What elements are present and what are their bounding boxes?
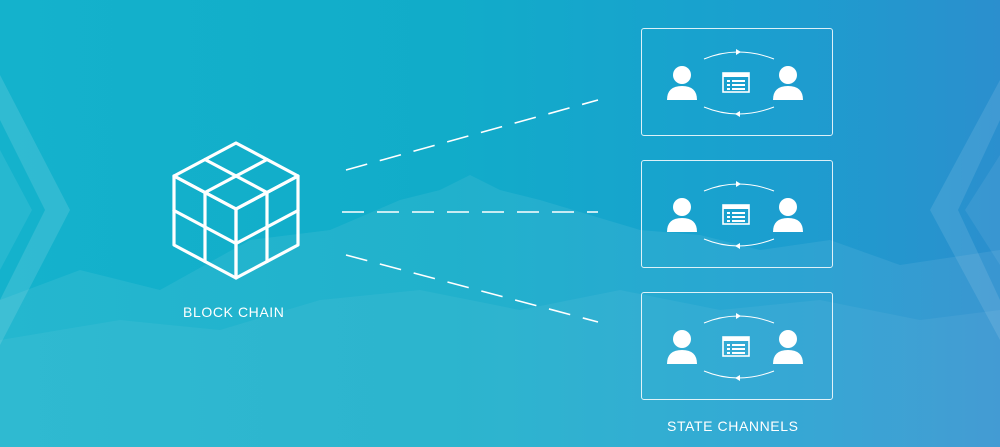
ledger-document-icon: [722, 336, 750, 357]
mountain-silhouette: [0, 175, 1000, 447]
arrow-left-icon: [735, 243, 740, 249]
user-icon: [773, 66, 803, 100]
chevron-left-decoration: [0, 75, 70, 345]
state-channel-box-3: [641, 292, 833, 400]
arrow-left-icon: [735, 111, 740, 117]
user-icon: [667, 198, 697, 232]
state-channels-label: STATE CHANNELS: [667, 418, 799, 434]
arrow-right-icon: [736, 181, 741, 187]
user-icon: [773, 330, 803, 364]
arrow-right-icon: [736, 313, 741, 319]
ledger-document-icon: [722, 204, 750, 225]
arrow-right-icon: [736, 49, 741, 55]
connector-line-top: [345, 99, 599, 171]
chevron-right-inner-decoration: [965, 155, 1000, 265]
cube-grid-icon: [172, 141, 300, 280]
blockchain-label: BLOCK CHAIN: [183, 304, 285, 320]
connector-line-bottom: [345, 254, 599, 323]
arrow-left-icon: [735, 375, 740, 381]
mountain-ridge: [0, 290, 1000, 447]
user-icon: [773, 198, 803, 232]
state-channel-box-2: [641, 160, 833, 268]
chevron-left-inner-decoration: [0, 150, 32, 270]
state-channel-box-1: [641, 28, 833, 136]
chevron-right-decoration: [930, 80, 1000, 340]
ledger-document-icon: [722, 72, 750, 93]
user-icon: [667, 66, 697, 100]
user-icon: [667, 330, 697, 364]
